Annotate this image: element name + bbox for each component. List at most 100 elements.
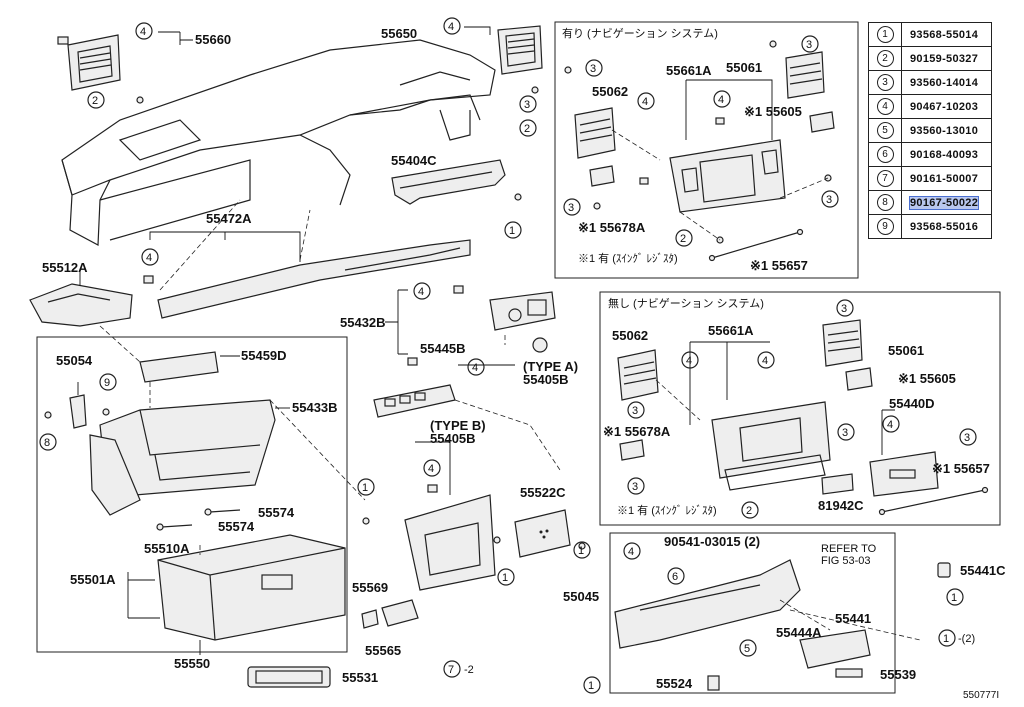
ref-2: 2 xyxy=(675,229,693,247)
label-55550: 55550 xyxy=(174,656,210,671)
ref-1: 1 xyxy=(938,629,956,647)
box-without-nav xyxy=(599,291,1001,526)
legend-ref-number: 1 xyxy=(868,22,902,47)
svg-text:1: 1 xyxy=(943,633,949,645)
legend-row[interactable]: 6 90168-40093 xyxy=(868,142,992,167)
legend-row[interactable]: 1 93568-55014 xyxy=(868,22,992,47)
svg-text:2: 2 xyxy=(524,123,530,135)
legend-part-number[interactable]: 90168-40093 xyxy=(910,148,979,161)
label-type-a: (TYPE A) xyxy=(523,359,578,374)
label-55441: 55441 xyxy=(835,611,871,626)
svg-text:3: 3 xyxy=(826,194,832,206)
note-with-nav: ※1 有 (ｽｲﾝｸﾞ ﾚｼﾞｽﾀ) xyxy=(578,251,678,265)
svg-text:7: 7 xyxy=(448,664,454,676)
box-with-nav xyxy=(554,21,859,279)
part-55440D xyxy=(869,451,939,497)
legend-part-number[interactable]: 90161-50007 xyxy=(910,172,979,185)
ref-4: 4 xyxy=(467,358,485,376)
label-type-b: (TYPE B) xyxy=(430,418,486,433)
legend-part-number[interactable]: 90159-50327 xyxy=(910,52,979,65)
qty-note-2: -(2) xyxy=(958,633,975,645)
legend-part-number[interactable]: 90467-10203 xyxy=(910,100,979,113)
reference-circles: 4 2 4 3 2 1 4 4 4 9 8 1 4 1 1 7 3 3 4 4 … xyxy=(39,17,977,694)
legend-part-number[interactable]: 93568-55014 xyxy=(910,28,979,41)
ref-4: 4 xyxy=(637,92,655,110)
ref-3: 3 xyxy=(836,299,854,317)
part-55472A xyxy=(157,199,471,319)
part-55405B-type-a xyxy=(373,384,456,418)
part-55531 xyxy=(247,666,331,688)
legend-ref-number: 2 xyxy=(868,46,902,71)
label-55678A-no-nav: ※1 55678A xyxy=(603,424,671,439)
ref-5: 5 xyxy=(739,639,757,657)
label-55661A-nav: 55661A xyxy=(666,63,712,78)
label-55565: 55565 xyxy=(365,643,401,658)
label-55432B: 55432B xyxy=(340,315,386,330)
svg-text:4: 4 xyxy=(472,362,478,374)
label-55501A: 55501A xyxy=(70,572,116,587)
svg-text:5: 5 xyxy=(744,643,750,655)
part-55404C xyxy=(391,159,506,205)
vent-55660 xyxy=(67,34,121,91)
legend-part-number[interactable]: 93560-14014 xyxy=(910,76,979,89)
ref-circle: 7 xyxy=(876,170,894,187)
legend-part-number[interactable]: 90167-50022 xyxy=(908,195,980,210)
nav-panel-55661A-no-nav xyxy=(711,401,831,491)
qty-7: -2 xyxy=(464,664,474,676)
legend-row[interactable]: 5 93560-13010 xyxy=(868,118,992,143)
part-55054 xyxy=(69,394,87,429)
label-55459D: 55459D xyxy=(241,348,287,363)
svg-text:3: 3 xyxy=(806,39,812,51)
svg-text:4: 4 xyxy=(418,286,424,298)
part-55524 xyxy=(707,675,720,691)
glovebox-group-frame xyxy=(36,336,348,653)
ref-4: 4 xyxy=(135,22,153,40)
svg-text:4: 4 xyxy=(146,252,152,264)
ref-2: 2 xyxy=(519,119,537,137)
legend-part-number-cell: 90167-50022 xyxy=(901,190,992,215)
legend-part-number[interactable]: 93560-13010 xyxy=(910,124,979,137)
part-55565 xyxy=(381,599,419,627)
svg-text:8: 8 xyxy=(44,437,50,449)
dashed-connectors xyxy=(99,129,921,641)
legend-ref-number: 3 xyxy=(868,70,902,95)
svg-text:1: 1 xyxy=(951,592,957,604)
label-55061-nav: 55061 xyxy=(726,60,762,75)
box-lower xyxy=(609,532,896,694)
ref-3: 3 xyxy=(837,423,855,441)
legend-ref-number: 6 xyxy=(868,142,902,167)
label-55574-1: 55574 xyxy=(258,505,295,520)
label-55045: 55045 xyxy=(563,589,599,604)
svg-text:2: 2 xyxy=(746,505,752,517)
legend-part-number-cell: 93568-55014 xyxy=(901,22,992,47)
label-55660: 55660 xyxy=(195,32,231,47)
label-55657-nav: ※1 55657 xyxy=(750,258,808,273)
svg-text:3: 3 xyxy=(632,481,638,493)
label-55569: 55569 xyxy=(352,580,388,595)
part-55045 xyxy=(614,559,801,649)
label-55657-no-nav: ※1 55657 xyxy=(932,461,990,476)
vent-55062-no-nav xyxy=(617,349,659,401)
legend-row[interactable]: 9 93568-55016 xyxy=(868,214,992,239)
legend-row[interactable]: 7 90161-50007 xyxy=(868,166,992,191)
label-81942C: 81942C xyxy=(818,498,864,513)
vent-55062-nav xyxy=(574,107,616,159)
legend-row[interactable]: 2 90159-50327 xyxy=(868,46,992,71)
label-55444A: 55444A xyxy=(776,625,822,640)
svg-text:4: 4 xyxy=(887,419,893,431)
ref-circle: 5 xyxy=(876,122,894,139)
ref-3: 3 xyxy=(627,401,645,419)
legend-row[interactable]: 3 93560-14014 xyxy=(868,70,992,95)
legend-part-number-cell: 90159-50327 xyxy=(901,46,992,71)
ref-3: 3 xyxy=(563,198,581,216)
svg-text:3: 3 xyxy=(524,99,530,111)
legend-part-number[interactable]: 93568-55016 xyxy=(910,220,979,233)
svg-text:3: 3 xyxy=(842,427,848,439)
ref-7: 7 xyxy=(443,660,461,678)
ref-1: 1 xyxy=(583,676,601,694)
svg-text:3: 3 xyxy=(590,63,596,75)
legend-ref-number: 9 xyxy=(868,214,902,239)
